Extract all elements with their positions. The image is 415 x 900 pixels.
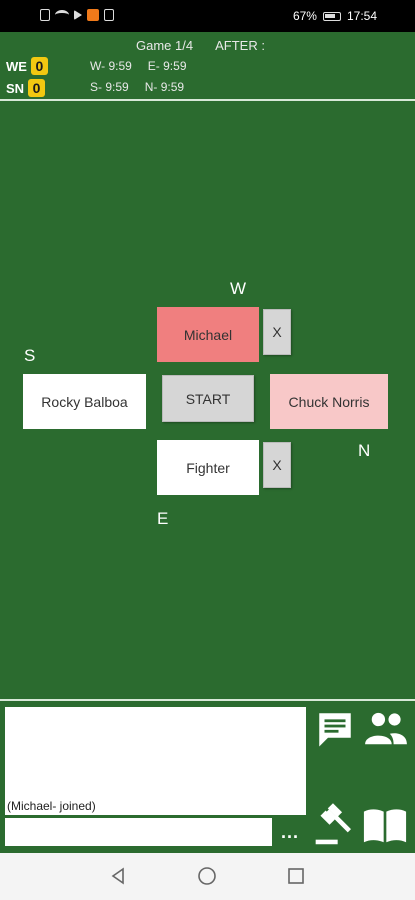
direction-w-label: W xyxy=(230,279,247,298)
direction-e-label: E xyxy=(157,509,169,528)
team-label: SN xyxy=(6,80,25,96)
chat-message: (Michael- joined) xyxy=(7,799,96,813)
recents-icon[interactable] xyxy=(286,866,306,886)
timer-s: S- 9:59 xyxy=(90,80,129,94)
team-we: WE 0 xyxy=(6,57,48,75)
back-icon[interactable] xyxy=(108,866,128,886)
timer-w: W- 9:59 xyxy=(90,59,132,73)
app-notification-icon xyxy=(87,9,99,21)
after-label: AFTER : xyxy=(215,38,265,53)
play-icon xyxy=(74,10,82,20)
remove-east-button[interactable]: X xyxy=(263,442,291,488)
score-badge: 0 xyxy=(28,79,46,97)
system-nav-bar xyxy=(0,853,415,900)
timers-we: W- 9:59 E- 9:59 xyxy=(90,59,203,73)
people-icon[interactable] xyxy=(363,710,409,748)
start-button[interactable]: START xyxy=(162,375,254,422)
timers-sn: S- 9:59 N- 9:59 xyxy=(90,80,200,94)
team-label: WE xyxy=(6,58,27,74)
gavel-icon[interactable] xyxy=(312,803,356,847)
chat-divider xyxy=(0,699,415,701)
status-icons xyxy=(40,9,114,21)
score-badge: 0 xyxy=(30,57,48,75)
wifi-icon xyxy=(55,10,69,20)
remove-west-button[interactable]: X xyxy=(263,309,291,355)
header-divider xyxy=(0,99,415,101)
game-board: W S N E Michael X Rocky Balboa START Chu… xyxy=(0,101,415,699)
status-bar: 67% 17:54 xyxy=(0,0,415,32)
direction-n-label: N xyxy=(358,441,371,460)
game-header: Game 1/4 AFTER : WE 0 W- 9:59 E- 9:59 SN 0… xyxy=(0,32,415,100)
timer-n: N- 9:59 xyxy=(144,80,185,94)
more-options-button[interactable]: ... xyxy=(281,822,300,842)
clipboard-icon xyxy=(104,9,114,21)
sim-icon xyxy=(40,9,50,21)
book-icon[interactable] xyxy=(362,805,408,845)
game-counter: Game 1/4 xyxy=(136,38,194,53)
home-icon[interactable] xyxy=(197,866,217,886)
seat-west[interactable]: Michael xyxy=(157,307,259,362)
chat-log[interactable]: (Michael- joined) xyxy=(5,707,306,815)
seat-south[interactable]: Rocky Balboa xyxy=(23,374,146,429)
chat-input[interactable] xyxy=(5,818,272,846)
battery-icon xyxy=(322,11,341,21)
seat-east[interactable]: Fighter xyxy=(157,440,259,495)
battery-percent: 67% xyxy=(292,9,317,23)
direction-s-label: S xyxy=(24,346,36,365)
chat-icon[interactable] xyxy=(314,708,356,750)
timer-e: E- 9:59 xyxy=(147,59,187,73)
clock: 17:54 xyxy=(346,9,377,23)
seat-north[interactable]: Chuck Norris xyxy=(270,374,388,429)
game-info: Game 1/4 AFTER : xyxy=(136,38,287,53)
status-right: 67% 17:54 xyxy=(293,9,377,23)
team-sn: SN 0 xyxy=(6,79,46,97)
